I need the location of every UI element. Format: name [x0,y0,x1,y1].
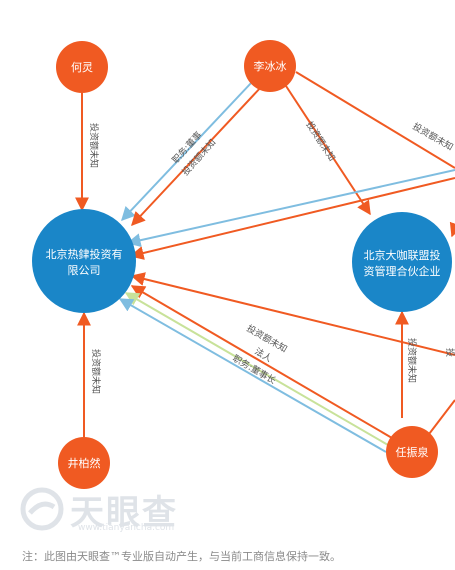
company-node-circle [352,212,452,312]
label-li-bingbing-invest-b: 投资额未知 [303,119,338,163]
company-name-line-1: 北京热銉投资有 [46,247,123,261]
person-node-circle [244,40,296,92]
label-he-ling-invest: 投资额未知 [88,123,100,168]
company-name-line-1: 北京大咖联盟投 [364,248,441,262]
person-name: 任振泉 [396,445,429,459]
label-li-bingbing-right: 投资额未知 [411,120,455,153]
edge-ren-quan-chairman [118,298,387,453]
person-name: 何灵 [71,61,93,74]
node-company-a[interactable]: 北京热銉投资有 限公司 [32,209,136,313]
edge-li-bingbing-right [295,71,455,169]
company-node-circle [32,209,136,313]
footer-note: 注：此图由天眼查™专业版自动产生，与当前工商信息保持一致。 [22,550,341,563]
edge-right-to-company-a-orange [129,177,455,260]
edge-right-to-company-a-blue [126,169,455,248]
watermark-brand: 天眼查 [70,492,178,533]
node-he-ling[interactable]: 何灵 [56,41,108,93]
node-company-b[interactable]: 北京大咖联盟投 资管理合伙企业 [352,212,452,312]
label-right-partial: 投 [444,348,455,357]
label-ren-quan-legal: 法人 [253,345,275,364]
edge-li-bingbing-invest-a [131,85,263,227]
person-node-circle [58,437,110,489]
node-li-bingbing[interactable]: 李冰冰 [244,40,296,92]
person-node-circle [56,41,108,93]
label-jing-borang-invest: 投资额未知 [90,349,102,394]
node-ren-quan[interactable]: 任振泉 [386,426,438,478]
person-name: 井柏然 [68,456,101,470]
person-node-circle [386,426,438,478]
edge-labels: 投资额未知 投资额未知 职务:董事 投资额未知 投资额未知 投资额未知 投资额未… [88,119,455,394]
node-jing-borang[interactable]: 井柏然 [58,437,110,489]
edge-ren-quan-legal [124,292,389,446]
tianyancha-logo-icon [20,487,64,531]
label-ren-quan-company-b: 投资额未知 [406,338,418,383]
edge-ren-quan-right [425,399,455,439]
edges [75,71,455,453]
person-name: 李冰冰 [254,59,287,73]
watermark-url: www.tianyancha.com [78,523,175,533]
edge-ren-quan-invest [130,285,393,439]
label-ren-quan-invest: 投资额未知 [245,322,290,355]
edge-li-bingbing-director [121,81,253,222]
company-name-line-2: 资管理合伙企业 [364,264,441,278]
watermark-logo: 天眼查 www.tianyancha.com [20,485,178,533]
company-name-line-2: 限公司 [68,264,101,277]
